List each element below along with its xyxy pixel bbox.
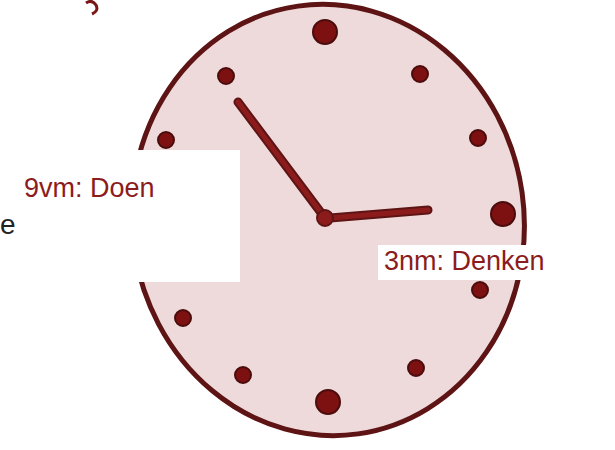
hour-hand <box>330 210 428 218</box>
minute-hand-fill <box>238 102 322 214</box>
label-box: 9vm: Doen <box>18 150 240 282</box>
center-pin <box>317 210 333 226</box>
time-label: 3nm: Denken <box>384 245 545 277</box>
swirl-mark <box>86 1 97 14</box>
time-label: 9vm: Doen <box>24 172 155 204</box>
label-box: 3nm: Denken <box>378 245 615 280</box>
minute-hand <box>238 102 322 214</box>
text-fragment: e <box>0 208 16 242</box>
hour-hand-fill <box>330 210 428 218</box>
